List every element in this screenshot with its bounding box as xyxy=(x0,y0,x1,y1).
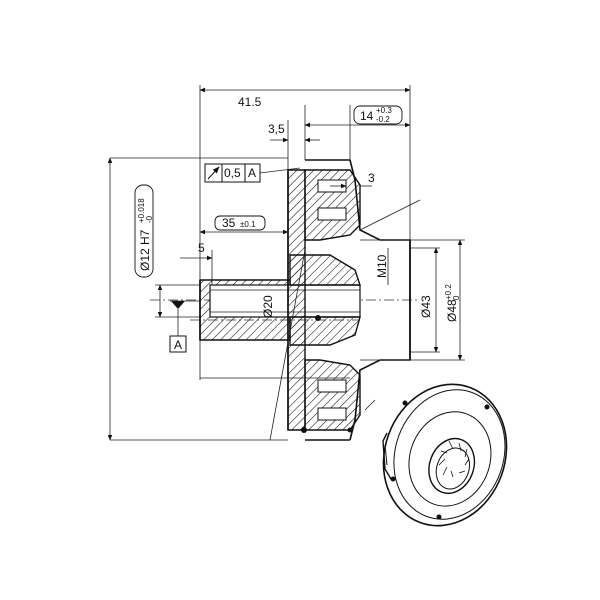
front-shroud xyxy=(287,169,306,431)
dim-overall-width: 41.5 xyxy=(238,95,262,109)
dim-groove-box: 14 +0.3 -0.2 xyxy=(353,105,403,125)
dim-bore-tol-lower: -0 xyxy=(145,215,154,223)
dim-hub-length: 35 xyxy=(222,216,236,230)
dim-hub-length-box: 35 ±0.1 xyxy=(214,215,266,231)
tolerance-datum: A xyxy=(248,166,256,180)
dim-outer-dia-1: Ø43 xyxy=(419,295,433,318)
dim-groove: 14 xyxy=(360,109,374,123)
datum-symbol: A xyxy=(169,300,200,353)
dim-outer-dia-2-tol-upper: +0.2 xyxy=(444,284,453,300)
dim-outer-dia-2: Ø48 xyxy=(445,299,459,322)
dim-hub-length-tol: ±0.1 xyxy=(240,220,256,229)
dim-outer-dia-2-tol-lower: 0 xyxy=(452,295,461,300)
datum-label: A xyxy=(174,338,182,352)
dimension-lines xyxy=(107,85,465,441)
dim-groove-tol-upper: +0.3 xyxy=(376,106,392,115)
impeller-3d-view xyxy=(382,383,508,527)
dim-bore-tol-upper: +0.018 xyxy=(137,198,146,223)
dim-offset: 3,5 xyxy=(268,122,285,136)
dim-bore-box: Ø12 H7 +0.018 -0 xyxy=(134,184,154,278)
dimension-texts: 41.5 3,5 14 +0.3 -0.2 3 35 ±0.1 5 Ø12 H7… xyxy=(134,95,461,322)
tolerance-frame: 0,5 A xyxy=(204,163,301,183)
dim-bore-fit: Ø12 H7 xyxy=(138,229,152,271)
dim-shaft-dia: Ø20 xyxy=(261,295,275,318)
dim-rib: 3 xyxy=(368,171,375,185)
dim-thread: M10 xyxy=(375,254,389,278)
runout-icon xyxy=(207,166,220,180)
section-view xyxy=(199,159,411,441)
dim-groove-tol-lower: -0.2 xyxy=(376,115,390,124)
tolerance-value: 0,5 xyxy=(224,166,241,180)
dim-chamfer: 5 xyxy=(198,241,205,255)
